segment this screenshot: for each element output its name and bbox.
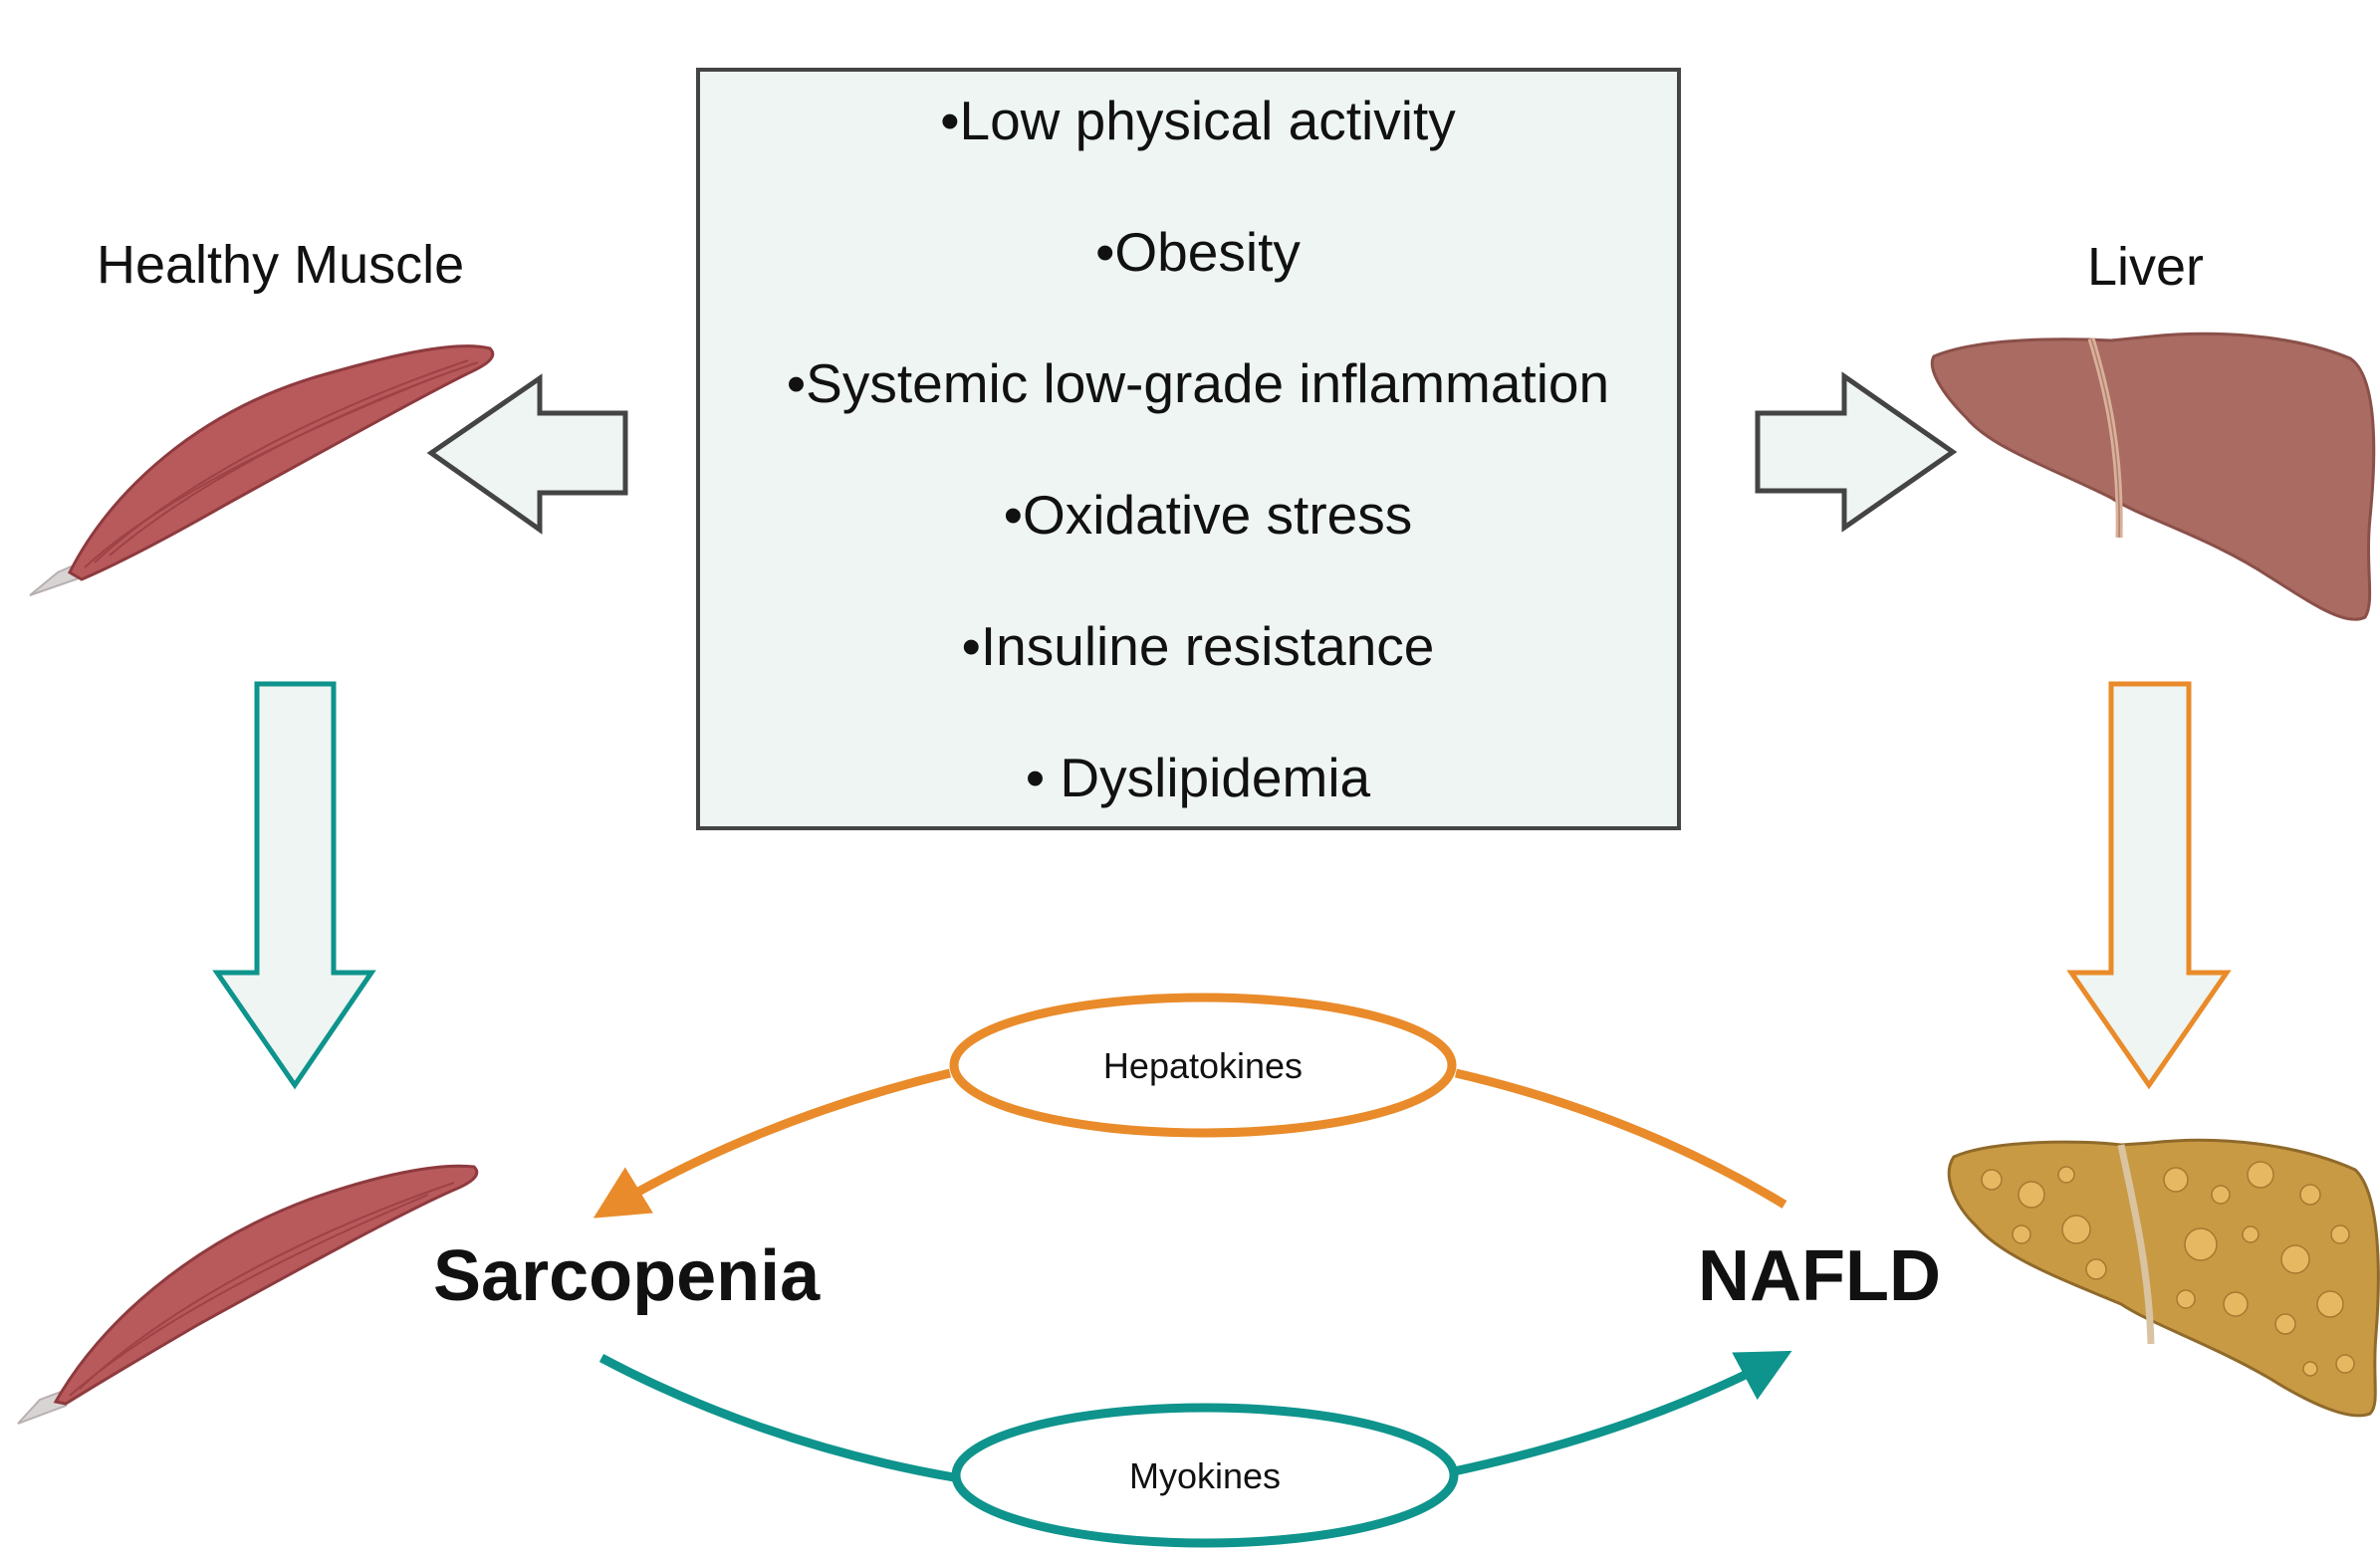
myokines-label: Myokines [1129, 1455, 1281, 1496]
risk-factor-dyslipidemia: • Dyslipidemia [1026, 747, 1371, 808]
healthy-liver-illustration [1930, 332, 2376, 621]
myokines-ellipse [951, 1403, 1459, 1548]
myokines-arc-left [598, 1354, 955, 1482]
risk-factors-frame [696, 68, 1681, 830]
hepatokines-label: Hepatokines [1103, 1045, 1303, 1086]
hepatokines-ellipse [949, 993, 1457, 1138]
muscle-down-arrow [212, 681, 376, 1090]
healthy-muscle-illustration [29, 344, 495, 596]
risk-factor-oxidative-stress: •Oxidative stress [1004, 484, 1413, 546]
healthy-muscle-label: Healthy Muscle [97, 235, 464, 295]
myokines-arrow-right [1453, 1350, 1792, 1476]
right-block-arrow [1755, 371, 1958, 533]
fatty-liver-illustration [1947, 1138, 2380, 1418]
liver-down-arrow [2066, 681, 2232, 1090]
hepatokines-arrow-left [593, 1068, 952, 1219]
nafld-label: NAFLD [1698, 1236, 1941, 1316]
risk-factor-low-physical-activity: •Low physical activity [940, 90, 1456, 151]
risk-factors-box: •Low physical activity •Obesity •Systemi… [696, 68, 1681, 830]
hepatokines-arc-right [1454, 1068, 1787, 1209]
sarcopenic-muscle-illustration [17, 1164, 479, 1425]
risk-factor-inflammation: •Systemic low-grade inflammation [787, 352, 1609, 414]
liver-label: Liver [2087, 237, 2204, 297]
risk-factor-obesity: •Obesity [1095, 221, 1301, 283]
left-block-arrow [426, 373, 628, 535]
risk-factor-insulin-resistance: •Insuline resistance [962, 615, 1435, 677]
sarcopenia-label: Sarcopenia [433, 1236, 821, 1316]
